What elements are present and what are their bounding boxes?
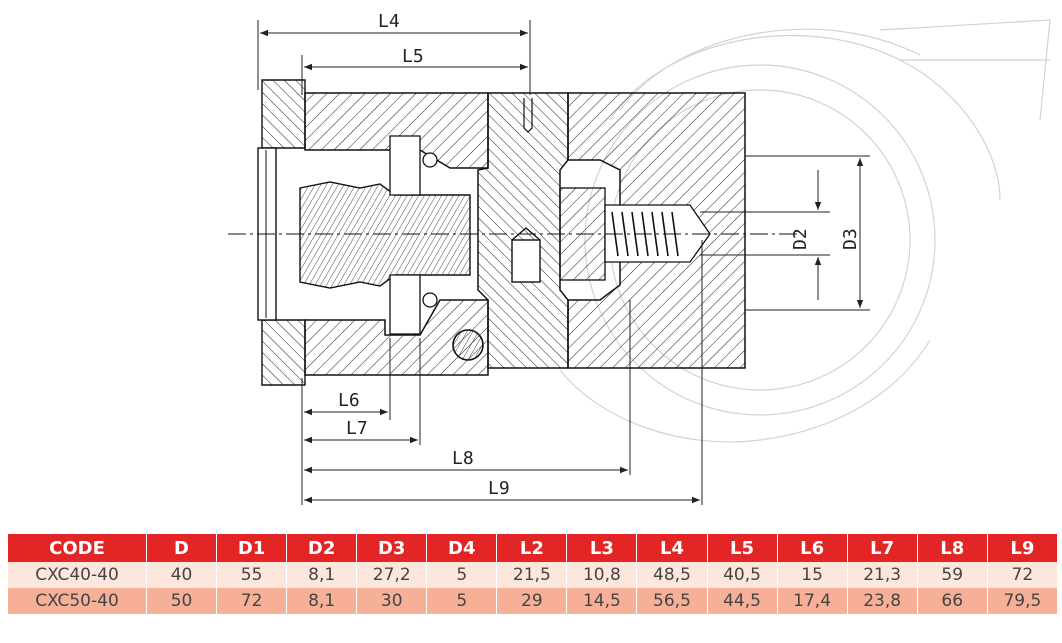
cell-l6: 15 xyxy=(777,562,848,588)
cell-l2: 21,5 xyxy=(496,562,568,588)
col-header-l8: L8 xyxy=(917,534,988,562)
col-header-d1: D1 xyxy=(216,534,288,562)
col-header-d3: D3 xyxy=(356,534,428,562)
cell-l6: 17,4 xyxy=(777,588,848,614)
dim-label-d2: D2 xyxy=(790,228,811,250)
cell-d: 40 xyxy=(146,562,218,588)
cell-l7: 23,8 xyxy=(847,588,918,614)
nipple-insert xyxy=(299,135,484,361)
cell-l8: 59 xyxy=(917,562,988,588)
cell-d4: 5 xyxy=(426,588,498,614)
cell-code: CXC50-40 xyxy=(8,588,147,614)
col-header-l9: L9 xyxy=(987,534,1059,562)
cell-d4: 5 xyxy=(426,562,498,588)
dim-label-l9: L9 xyxy=(488,478,510,499)
cell-l3: 10,8 xyxy=(566,562,638,588)
collar-nut xyxy=(257,79,306,386)
spec-table: CODE D D1 D2 D3 D4 L2 L3 L4 L5 L6 L7 L8 … xyxy=(8,534,1059,614)
col-header-l7: L7 xyxy=(847,534,918,562)
dimension-lines xyxy=(257,20,870,505)
cell-l9: 79,5 xyxy=(987,588,1059,614)
cell-d3: 27,2 xyxy=(356,562,428,588)
cell-d2: 8,1 xyxy=(286,562,358,588)
watermark-logo xyxy=(559,19,1051,443)
cell-d1: 55 xyxy=(216,562,288,588)
cell-code: CXC40-40 xyxy=(8,562,147,588)
cell-l5: 44,5 xyxy=(707,588,778,614)
col-header-d2: D2 xyxy=(286,534,358,562)
col-header-code: CODE xyxy=(8,534,147,562)
cell-l4: 48,5 xyxy=(636,562,708,588)
dim-label-l5: L5 xyxy=(402,46,424,67)
technical-drawing: L4 L5 L6 L7 L8 L9 D2 D3 xyxy=(228,11,1051,505)
cell-d3: 30 xyxy=(356,588,428,614)
cell-l8: 66 xyxy=(917,588,988,614)
dim-label-l6: L6 xyxy=(338,390,360,411)
table-row: CXC50-40 50 72 8,1 30 5 29 14,5 56,5 44,… xyxy=(8,588,1059,614)
col-header-d4: D4 xyxy=(426,534,498,562)
dim-label-l7: L7 xyxy=(346,418,368,439)
col-header-d: D xyxy=(146,534,218,562)
cell-l4: 56,5 xyxy=(636,588,708,614)
cell-d1: 72 xyxy=(216,588,288,614)
col-header-l5: L5 xyxy=(707,534,778,562)
cell-l3: 14,5 xyxy=(566,588,638,614)
col-header-l3: L3 xyxy=(566,534,638,562)
cell-l2: 29 xyxy=(496,588,568,614)
table-header-row: CODE D D1 D2 D3 D4 L2 L3 L4 L5 L6 L7 L8 … xyxy=(8,534,1059,562)
col-header-l6: L6 xyxy=(777,534,848,562)
col-header-l4: L4 xyxy=(636,534,708,562)
dim-label-l4: L4 xyxy=(378,11,400,32)
table-row: CXC40-40 40 55 8,1 27,2 5 21,5 10,8 48,5… xyxy=(8,562,1059,588)
cell-d2: 8,1 xyxy=(286,588,358,614)
cell-l9: 72 xyxy=(987,562,1059,588)
cell-d: 50 xyxy=(146,588,218,614)
cell-l5: 40,5 xyxy=(707,562,778,588)
col-header-l2: L2 xyxy=(496,534,568,562)
dim-label-l8: L8 xyxy=(452,448,474,469)
cell-l7: 21,3 xyxy=(847,562,918,588)
dim-label-d3: D3 xyxy=(840,228,861,250)
